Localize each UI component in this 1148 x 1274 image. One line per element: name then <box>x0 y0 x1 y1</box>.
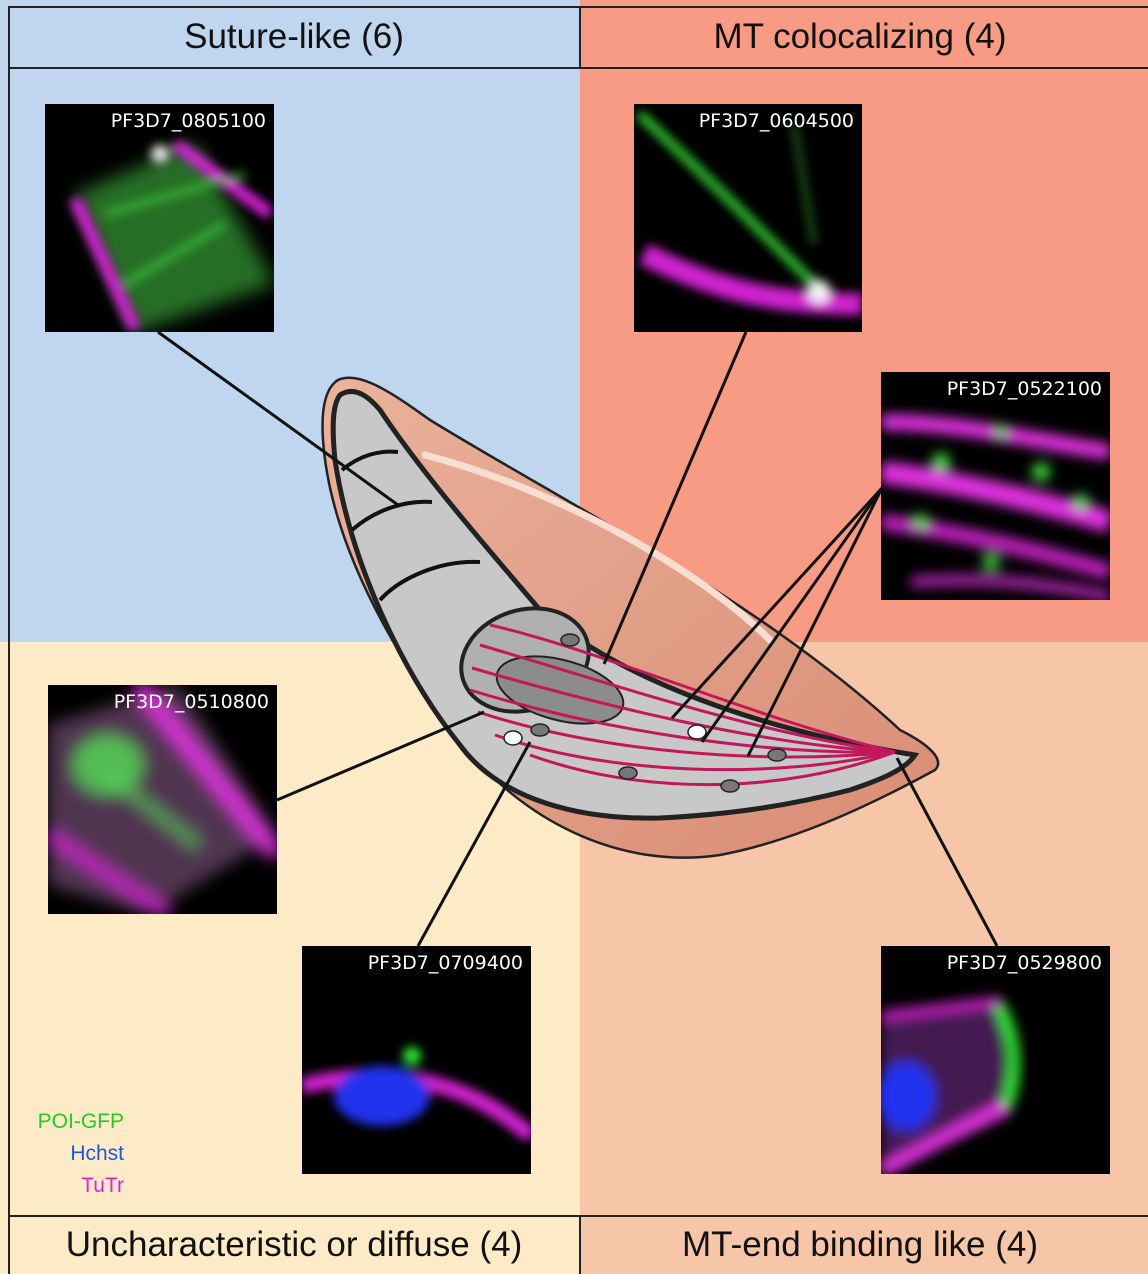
protein-id-label: PF3D7_0805100 <box>111 110 266 132</box>
protein-id-label: PF3D7_0510800 <box>114 691 269 713</box>
protein-id-label: PF3D7_0709400 <box>368 952 523 974</box>
microscopy-panel: PF3D7_0709400 <box>302 946 531 1174</box>
channel-legend: POI-GFP Hchst TuTr <box>24 1106 124 1202</box>
protein-id-label: PF3D7_0604500 <box>699 110 854 132</box>
microscopy-panel: PF3D7_0604500 <box>634 104 862 332</box>
microscopy-panel: PF3D7_0510800 <box>48 685 277 914</box>
microscopy-panel: PF3D7_0529800 <box>881 946 1110 1174</box>
protein-id-label: PF3D7_0529800 <box>947 952 1102 974</box>
microscopy-panel: PF3D7_0805100 <box>45 104 274 332</box>
legend-item-hoechst: Hchst <box>24 1138 124 1170</box>
protein-id-label: PF3D7_0522100 <box>947 378 1102 400</box>
microscopy-panel: PF3D7_0522100 <box>881 372 1110 600</box>
legend-item-tubulin: TuTr <box>24 1170 124 1202</box>
legend-item-gfp: POI-GFP <box>24 1106 124 1138</box>
